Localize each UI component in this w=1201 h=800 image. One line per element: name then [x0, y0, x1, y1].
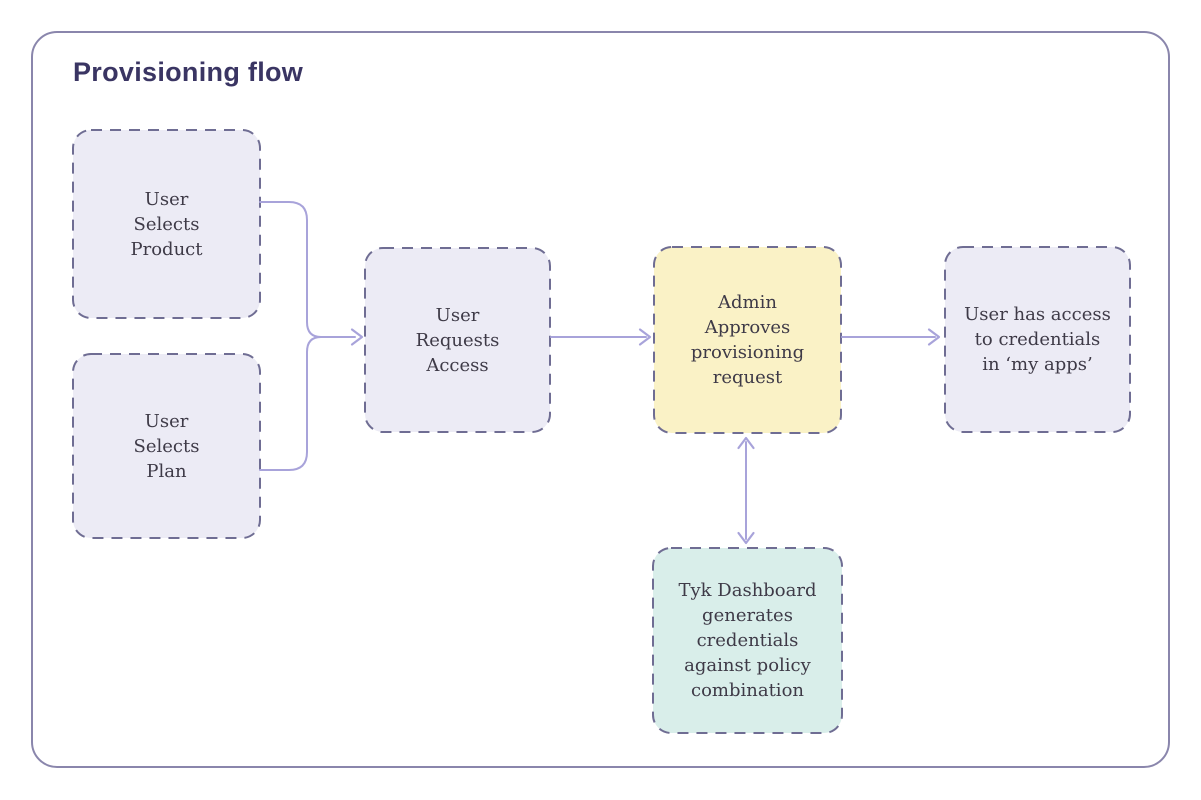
diagram-title: Provisioning flow [73, 57, 304, 87]
node-label: Admin Approves provisioning request [690, 292, 805, 388]
node-label: User has access to credentials in ‘my ap… [964, 304, 1111, 375]
node-admin-approves: Admin Approves provisioning request [654, 247, 841, 433]
node-user-requests-access: User Requests Access [365, 248, 550, 432]
node-label: User Selects Product [130, 188, 203, 260]
node-tyk-dashboard: Tyk Dashboard generates credentials agai… [653, 548, 842, 733]
node-label: Tyk Dashboard generates credentials agai… [678, 580, 817, 701]
node-label: User Selects Plan [133, 410, 200, 482]
node-label: User Requests Access [415, 304, 500, 376]
node-user-selects-plan: User Selects Plan [73, 354, 260, 538]
node-user-selects-product: User Selects Product [73, 130, 260, 318]
node-user-has-access: User has access to credentials in ‘my ap… [945, 247, 1130, 432]
